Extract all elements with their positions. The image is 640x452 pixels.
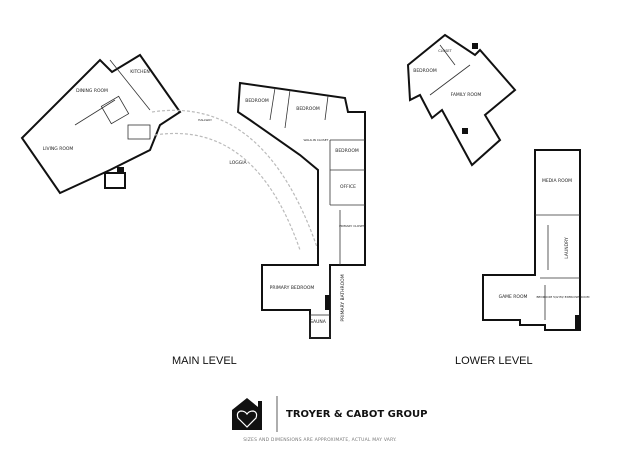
room-label: OFFICE — [340, 184, 356, 190]
house-heart-logo — [232, 396, 278, 432]
room-label: PRIMARY BATHROOM — [340, 274, 346, 321]
room-label: LAUNDRY — [564, 237, 570, 259]
room-label: PRIMARY CLOSET — [339, 224, 365, 228]
room-label: LIVING ROOM — [43, 146, 74, 152]
room-label: LOGGIA — [229, 160, 247, 166]
disclaimer: SIZES AND DIMENSIONS ARE APPROXIMATE, AC… — [243, 438, 397, 443]
room-label: BEDROOM — [245, 98, 269, 104]
room-label: BEDROOM — [296, 106, 320, 112]
lower-level-south-block — [482, 149, 581, 331]
room-label: SAUNA — [310, 319, 327, 325]
loggia-outer-arc — [151, 109, 319, 251]
room-label: PRIMARY BEDROOM — [270, 285, 315, 291]
room-label: BEDROOM — [335, 148, 359, 154]
room-label: MEDIA ROOM — [542, 178, 572, 184]
main-level-east-wing — [236, 81, 366, 339]
room-label: FAMILY ROOM — [451, 92, 482, 98]
room-label: BEDROOM 5/GYM/ EXERCISE ROOM — [536, 295, 589, 299]
lower-level-north-block — [406, 33, 517, 167]
room-label: CLOSET — [438, 49, 452, 53]
room-label: DINING ROOM — [76, 88, 108, 94]
room-label: GAME ROOM — [499, 294, 528, 300]
room-label: WALK-IN CLOSET — [304, 138, 329, 142]
lower-level-title: LOWER LEVEL — [455, 355, 533, 367]
brand-name: TROYER & CABOT GROUP — [286, 409, 428, 420]
loggia-inner-arc — [154, 132, 301, 251]
main-level-title: MAIN LEVEL — [172, 355, 237, 367]
room-label: KITCHEN — [130, 69, 150, 75]
room-label: BEDROOM — [413, 68, 437, 74]
main-level-west-wing — [20, 53, 182, 195]
room-label: HALLWAY — [198, 118, 212, 122]
